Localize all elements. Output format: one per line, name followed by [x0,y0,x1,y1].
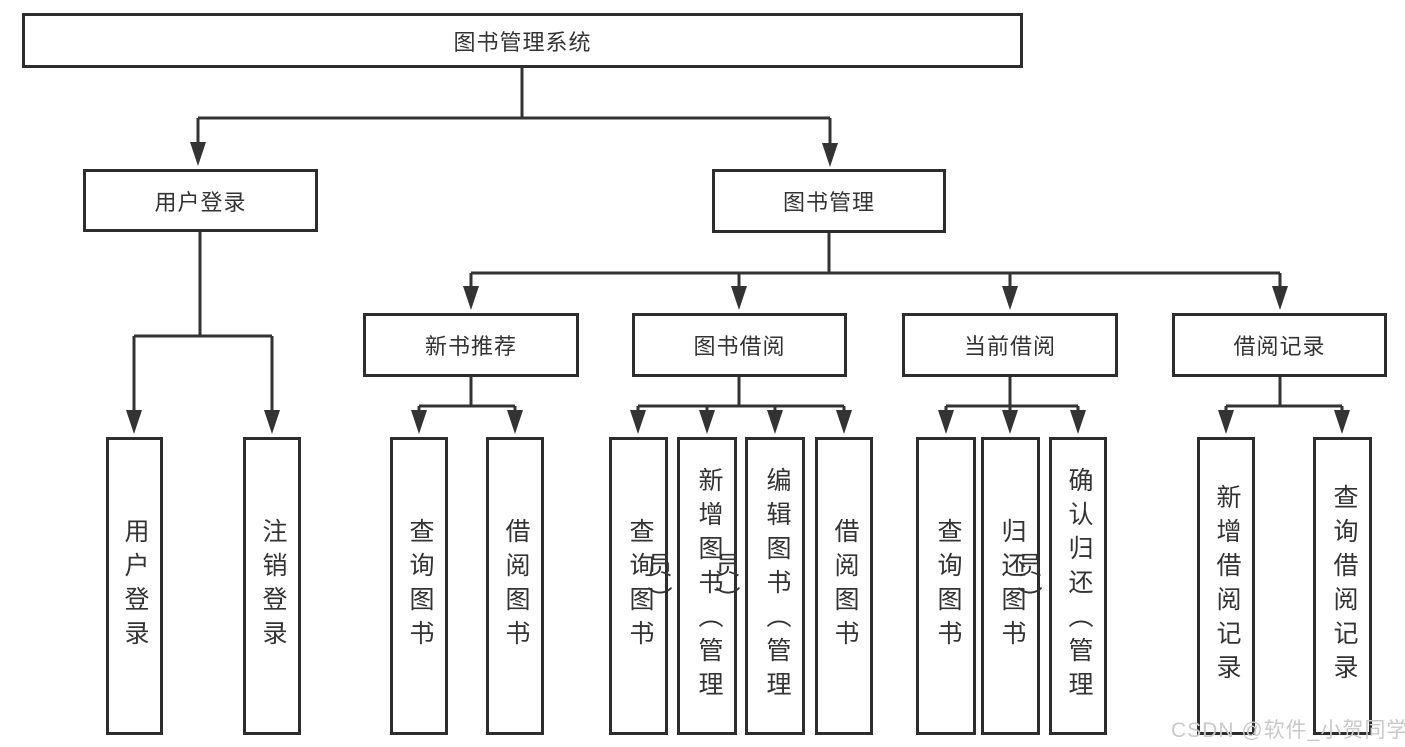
csdn-watermark: CSDN @软件_小贺同学 [1171,719,1405,742]
node-new-book-recommend: 新书推荐 [363,313,579,377]
leaf-borrowing-add-books-admin: 新增图书（管理员） [644,437,737,735]
leaf-current-query-books: 查询图书 [916,437,976,735]
node-book-borrowing: 图书借阅 [632,313,847,377]
leaf-logout: 注销登录 [243,437,301,735]
leaf-borrowing-edit-books-admin: 编辑图书（管理员） [712,437,805,735]
leaf-borrowing-borrow-books: 借阅图书 [815,437,873,735]
node-root-system: 图书管理系统 [22,13,1023,68]
node-user-login-branch: 用户登录 [83,169,318,232]
leaf-recommend-borrow-books: 借阅图书 [486,437,544,735]
node-current-borrowing: 当前借阅 [902,313,1118,377]
leaf-user-login: 用户登录 [106,437,163,735]
leaf-records-add-record: 新增借阅记录 [1197,437,1255,735]
leaf-recommend-query-books: 查询图书 [390,437,448,735]
node-borrow-records: 借阅记录 [1172,313,1387,377]
leaf-borrowing-query-books: 查询图书 [609,437,668,735]
leaf-records-query-record: 查询借阅记录 [1313,437,1372,735]
leaf-current-return-books: 归还图书 [981,437,1040,735]
leaf-current-confirm-return-admin: 确认归还（管理员） [1014,437,1107,735]
node-book-management-branch: 图书管理 [712,169,946,233]
